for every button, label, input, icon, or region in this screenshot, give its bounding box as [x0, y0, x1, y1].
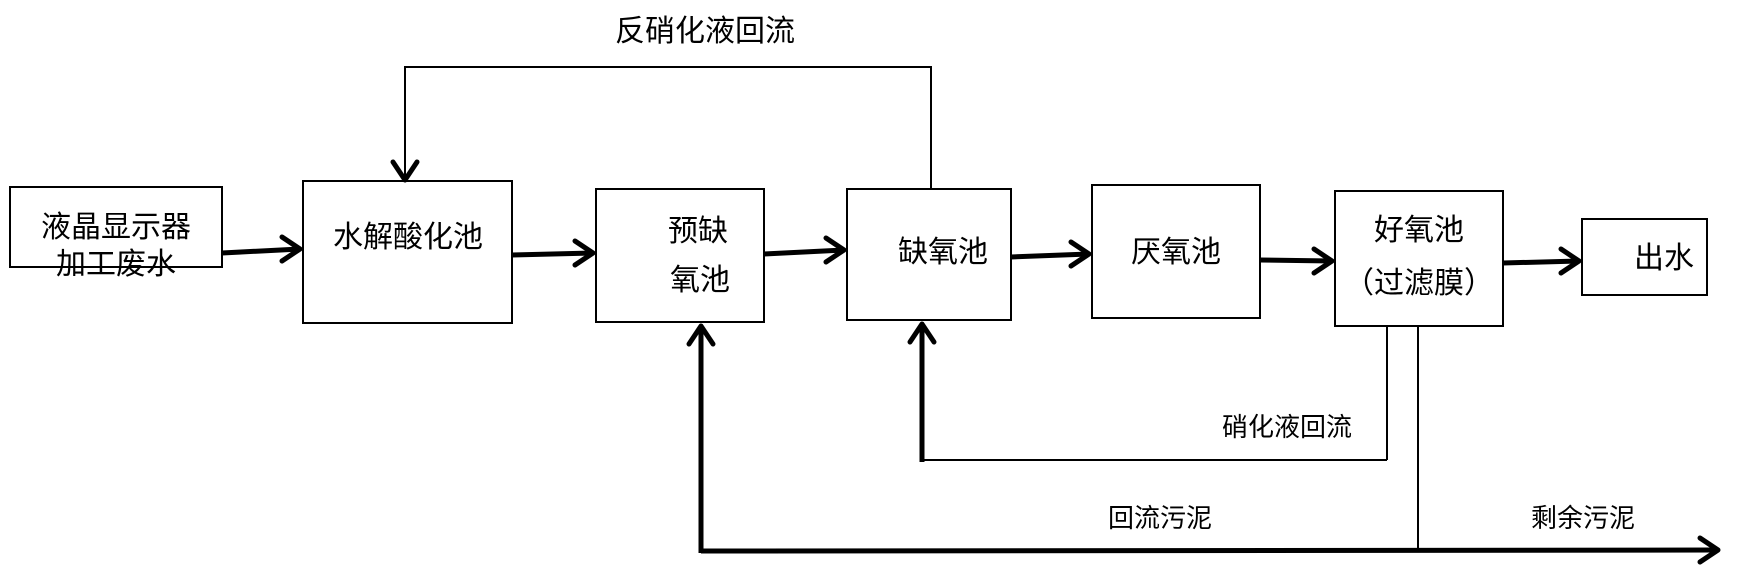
aerobic-tank-label-line1: 好氧池 — [1374, 213, 1464, 248]
arrowhead-nitrification-return — [907, 321, 937, 345]
arrow-source-to-hydrolysis — [221, 246, 301, 256]
arrowhead-denitrification-return — [390, 159, 420, 183]
excess-sludge-label: 剩余污泥 — [1531, 504, 1635, 534]
arrow-pre-anoxic-to-anoxic — [763, 247, 845, 257]
nitrification-return-line — [907, 321, 1388, 462]
denitrification-return-line — [390, 66, 932, 189]
effluent-box — [1581, 218, 1708, 296]
aerobic-tank-box — [1334, 190, 1504, 327]
sludge-lines — [686, 323, 1721, 565]
nitrification-return-label: 硝化液回流 — [1222, 413, 1352, 443]
arrowhead-aerobic — [1311, 246, 1335, 276]
arrow-anaerobic-to-aerobic — [1259, 257, 1333, 264]
anaerobic-tank-box — [1091, 184, 1261, 319]
arrowhead-anaerobic — [1068, 239, 1092, 269]
source-label-line2: 加工废水 — [56, 247, 176, 282]
pre-anoxic-tank-label-line1: 预缺 — [668, 214, 728, 249]
anoxic-tank-label: 缺氧池 — [898, 235, 988, 270]
sludge-bottom-line — [700, 547, 1719, 554]
aerobic-tank-label-line2: （过滤膜） — [1344, 266, 1494, 301]
hydrolysis-tank-box — [302, 180, 513, 324]
arrowhead-hydrolysis — [279, 234, 303, 264]
pre-anoxic-tank-label-line2: 氧池 — [670, 263, 730, 298]
arrowhead-excess-sludge — [1697, 535, 1721, 565]
arrow-aerobic-to-effluent — [1502, 258, 1580, 266]
anoxic-tank-box — [846, 188, 1012, 321]
effluent-label: 出水 — [1634, 241, 1694, 276]
anaerobic-tank-label: 厌氧池 — [1131, 235, 1221, 270]
main-flow-arrows — [221, 234, 1582, 276]
denitrification-return-label: 反硝化液回流 — [615, 14, 795, 49]
source-label-line1: 液晶显示器 — [41, 210, 191, 245]
hydrolysis-tank-label: 水解酸化池 — [333, 220, 483, 255]
denitrification-return-path — [404, 66, 932, 189]
arrow-hydrolysis-to-pre-anoxic — [511, 250, 594, 258]
arrow-anoxic-to-anaerobic — [1010, 251, 1090, 260]
arrowhead-sludge-return — [686, 323, 716, 347]
arrowhead-pre-anoxic — [572, 238, 596, 268]
pre-anoxic-tank-box — [595, 188, 765, 323]
sludge-return-label: 回流污泥 — [1108, 504, 1212, 534]
arrowhead-anoxic — [823, 235, 847, 265]
arrowhead-effluent — [1558, 246, 1582, 276]
source-box — [9, 186, 223, 268]
